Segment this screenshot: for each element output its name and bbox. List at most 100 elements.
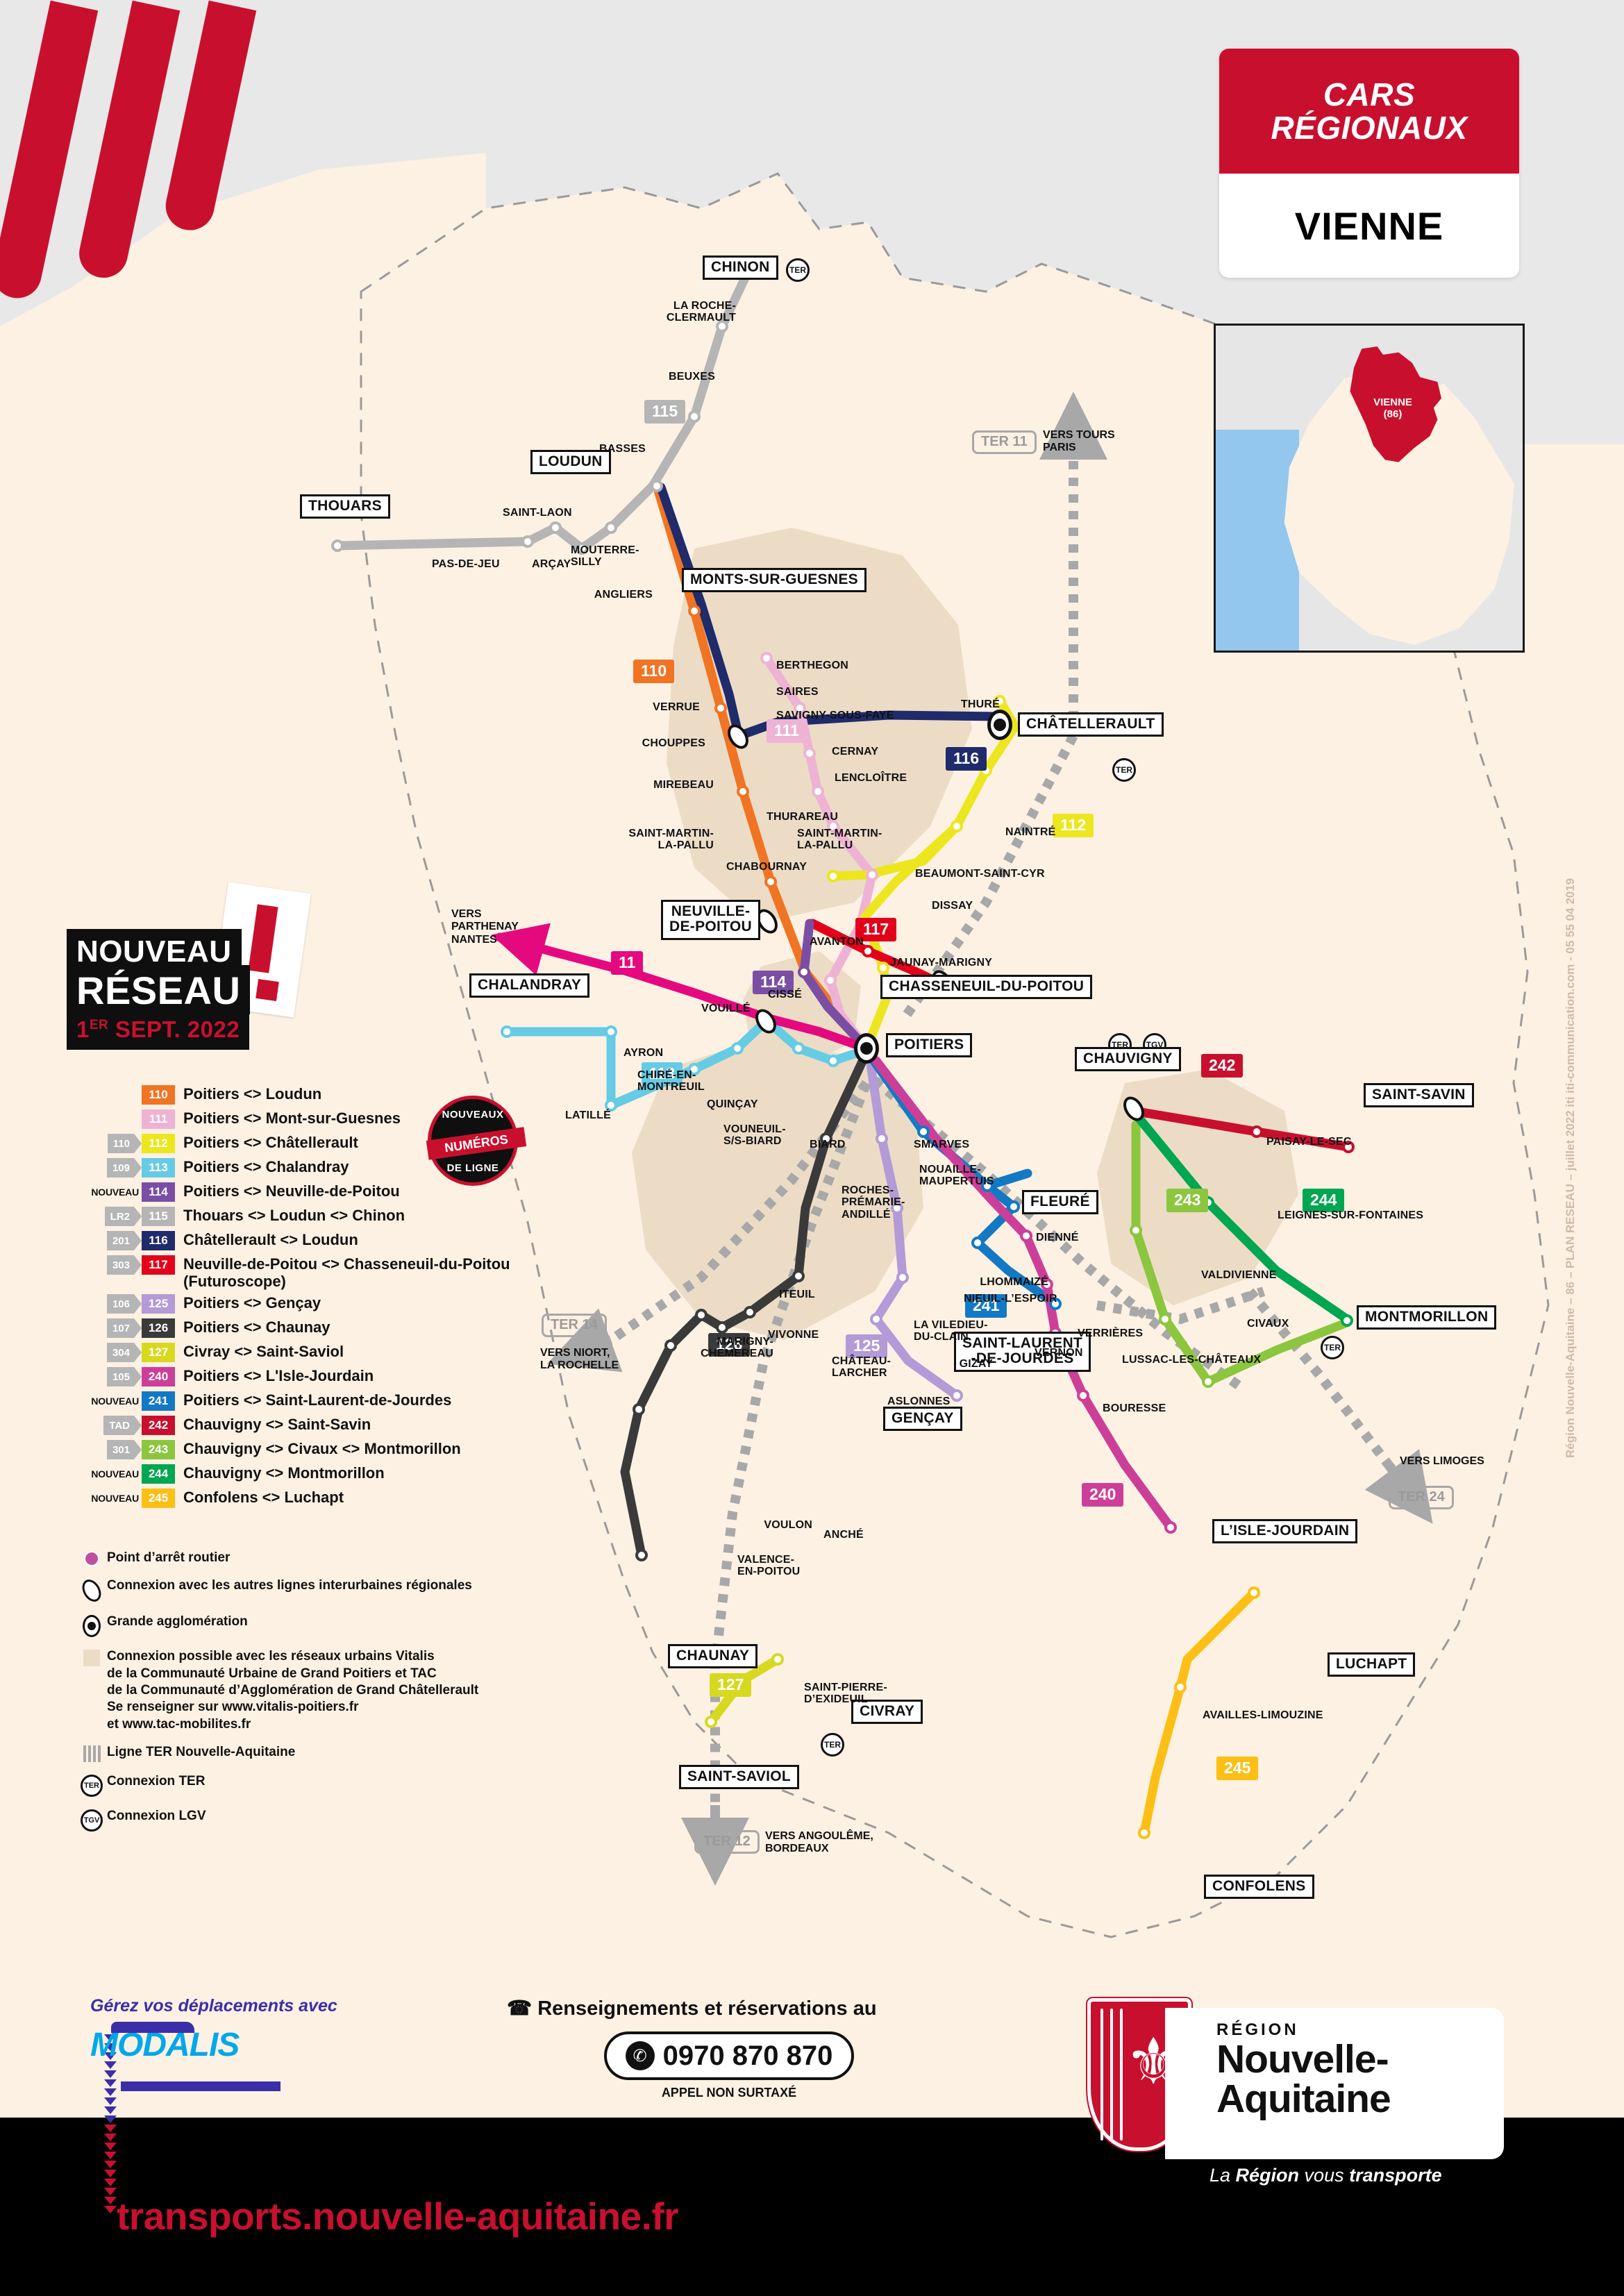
- legend-line-label: Thouars <> Loudun <> Chinon: [183, 1207, 405, 1224]
- modalis-logo[interactable]: MODALIS: [90, 2022, 281, 2091]
- modalis-bar-bottom: [121, 2081, 281, 2091]
- inset-label-name: VIENNE: [1373, 396, 1412, 408]
- city-neuville-de-poitou[interactable]: NEUVILLE-DE-POITOU: [661, 900, 760, 940]
- city-lisle-jourdain[interactable]: L’ISLE-JOURDAIN: [1212, 1519, 1358, 1544]
- old-line-number: 109: [106, 1158, 142, 1178]
- stop-valdivienne: VALDIVIENNE: [1201, 1269, 1277, 1281]
- line-number-chip-127: 127: [142, 1343, 175, 1363]
- legend-line-label: Poitiers <> Gençay: [183, 1294, 321, 1312]
- stop-lencloitre: LENCLOÎTRE: [835, 772, 907, 784]
- symbol-legend-label: Point d’arrêt routier: [107, 1550, 231, 1565]
- agglomeration-marker-poitiers[interactable]: [854, 1033, 879, 1064]
- city-chatellerault[interactable]: CHÂTELLERAULT: [1018, 712, 1164, 737]
- stop-thure: THURÉ: [960, 698, 1000, 710]
- badge-line-1: NOUVEAU: [67, 929, 242, 972]
- city-chalandray[interactable]: CHALANDRAY: [469, 973, 590, 998]
- city-chinon[interactable]: CHINON: [703, 255, 778, 280]
- old-line-number: 105: [106, 1367, 142, 1387]
- stop-la-viledieu-du-clain: LA VILEDIEU-DU-CLAIN: [914, 1319, 988, 1343]
- city-poitiers[interactable]: POITIERS: [886, 1033, 973, 1058]
- city-thouars[interactable]: THOUARS: [300, 494, 390, 519]
- brand-line-2: RÉGIONAUX: [1271, 110, 1468, 146]
- bus-stop-dot: [76, 1550, 107, 1566]
- ter-badge-saint-saviol[interactable]: TER: [821, 1733, 844, 1757]
- ter-badge-chatellerault[interactable]: TER: [1112, 758, 1136, 782]
- stop-mirebeau: MIREBEAU: [653, 779, 714, 791]
- city-confolens[interactable]: CONFOLENS: [1204, 1875, 1314, 1900]
- line-number-chip-115: 115: [142, 1207, 175, 1226]
- modalis-title: Gérez vos déplacements avec: [90, 1996, 337, 2016]
- stop-paisay-le-sec: PAISAY-LE-SEC: [1266, 1136, 1352, 1148]
- city-gencay[interactable]: GENÇAY: [883, 1407, 962, 1432]
- phone-number-pill[interactable]: ✆ 0970 870 870: [604, 2031, 854, 2080]
- line-chip-245: 245: [1216, 1757, 1259, 1780]
- header-card: CARS RÉGIONAUX VIENNE: [1219, 49, 1519, 278]
- line-number-chip-244: 244: [142, 1464, 175, 1484]
- line-number-chip-116: 116: [142, 1231, 175, 1250]
- tgv-badge: TGV: [76, 1808, 107, 1832]
- city-monts-sur-guesnes[interactable]: MONTS-SUR-GUESNES: [682, 568, 867, 593]
- legend-line-label: Chauvigny <> Civaux <> Montmorillon: [183, 1440, 461, 1458]
- city-luchapt[interactable]: LUCHAPT: [1328, 1652, 1416, 1677]
- credit-line: Région Nouvelle-Aquitaine – 86 – PLAN RE…: [1564, 878, 1577, 1458]
- chevron-icon: [104, 2161, 117, 2168]
- stamp-bottom: DE LIGNE: [446, 1162, 499, 1175]
- city-chaunay[interactable]: CHAUNAY: [668, 1644, 758, 1669]
- website-url[interactable]: transports.nouvelle-aquitaine.fr: [117, 2195, 679, 2238]
- symbol-legend-label: Connexion possible avec les réseaux urba…: [107, 1649, 479, 1732]
- city-saint-laurent-de-jourdes[interactable]: SAINT-LAURENT-DE-JOURDES: [954, 1332, 1091, 1372]
- ter-badge-chinon[interactable]: TER: [786, 258, 810, 282]
- symbol-legend-row: Connexion avec les autres lignes interur…: [76, 1576, 590, 1606]
- ter-badge: TER: [76, 1773, 107, 1797]
- city-montmorillon[interactable]: MONTMORILLON: [1357, 1305, 1497, 1330]
- stop-verrieres: VERRIÈRES: [1078, 1327, 1144, 1339]
- nouveau-tag: NOUVEAU: [91, 1493, 139, 1505]
- chevron-icon: [104, 2206, 117, 2213]
- city-fleure[interactable]: FLEURÉ: [1022, 1190, 1098, 1215]
- chevron-icon: [104, 2170, 117, 2177]
- ter-badge-lussac[interactable]: TER: [1321, 1336, 1344, 1359]
- legend-row-110[interactable]: 110 Poitiers <> Loudun: [67, 1084, 553, 1105]
- line-number-chip-242: 242: [142, 1416, 175, 1436]
- city-chasseneuil-du-poitou[interactable]: CHASSENEUIL-DU-POITOU: [880, 975, 1093, 1000]
- chevron-icon: [104, 2134, 117, 2141]
- stop-jaunay-marigny: JAUNAY-MARIGNY: [890, 957, 993, 969]
- city-civray[interactable]: CIVRAY: [851, 1700, 923, 1725]
- city-chauvigny[interactable]: CHAUVIGNY: [1075, 1047, 1181, 1072]
- chevron-icon: [104, 2125, 117, 2132]
- legend-prefix: 110: [67, 1084, 175, 1105]
- stop-thurareau: THURAREAU: [767, 811, 839, 823]
- city-saint-saviol[interactable]: SAINT-SAVIOL: [679, 1765, 800, 1790]
- city-loudun[interactable]: LOUDUN: [530, 450, 611, 475]
- line-chip-114: 114: [753, 971, 794, 994]
- line-number-chip-110: 110: [142, 1085, 175, 1105]
- stop-saires: SAIRES: [776, 686, 819, 698]
- stop-cernay: CERNAY: [832, 746, 879, 757]
- legend-line-label: Poitiers <> Loudun: [183, 1085, 322, 1103]
- region-logo[interactable]: ⚜ RÉGION Nouvelle- Aquitaine La Région v…: [1087, 1998, 1504, 2199]
- legend-line-label: Poitiers <> Chalandray: [183, 1158, 349, 1175]
- agglomeration-marker-chatellerault[interactable]: [987, 710, 1012, 740]
- city-saint-savin[interactable]: SAINT-SAVIN: [1364, 1083, 1474, 1108]
- contact-title: ☎ Renseignements et réservations au: [507, 1997, 877, 2020]
